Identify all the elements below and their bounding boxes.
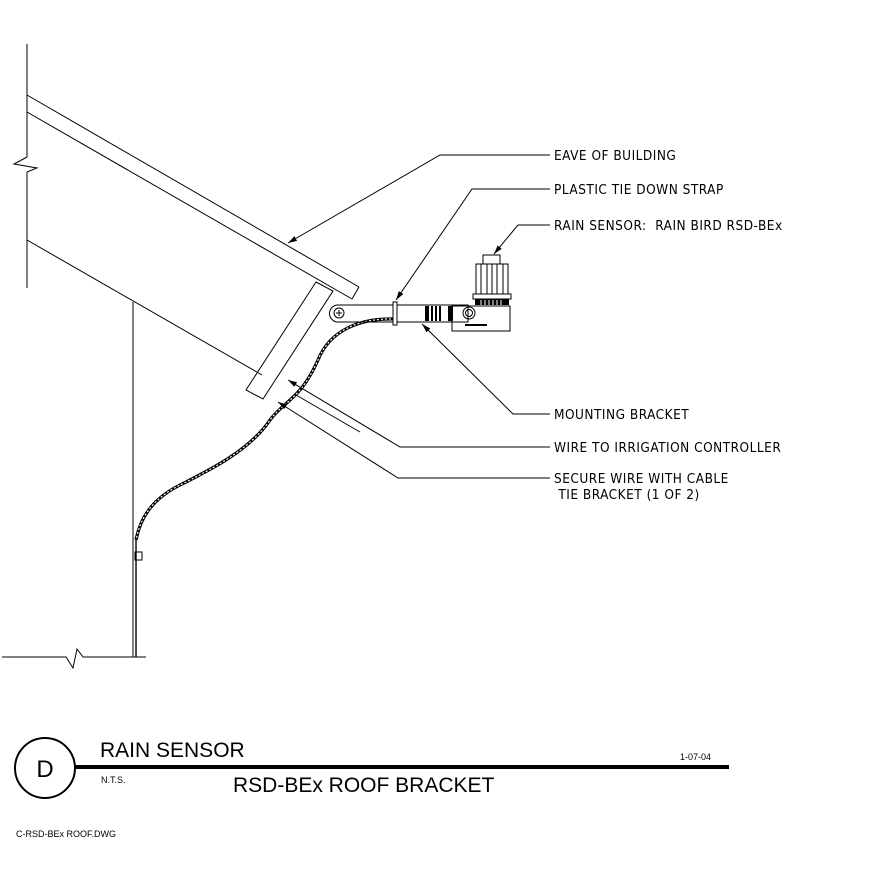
fascia-board — [245, 281, 334, 400]
mounting-bracket — [329, 301, 469, 326]
callout-sensor: RAIN SENSOR: RAIN BIRD RSD-BEx — [554, 218, 783, 234]
leader-sensor — [493, 224, 550, 255]
leader-strap — [395, 188, 550, 301]
scale-text: N.T.S. — [101, 775, 126, 785]
building-wall — [12, 44, 39, 288]
subtitle-text: RSD-BEx ROOF BRACKET — [233, 774, 495, 797]
leader-bracket — [421, 323, 550, 415]
callout-eave: EAVE OF BUILDING — [554, 148, 676, 164]
leader-lines — [277, 154, 550, 479]
controller-wire — [134, 317, 396, 541]
callout-strap: PLASTIC TIE DOWN STRAP — [554, 182, 724, 198]
leader-wire — [287, 379, 550, 448]
support-post — [132, 302, 143, 657]
rain-sensor — [451, 254, 512, 332]
callout-bracket: MOUNTING BRACKET — [554, 407, 689, 423]
date-text: 1-07-04 — [680, 752, 711, 762]
leader-eave — [287, 154, 550, 244]
title-text: RAIN SENSOR — [100, 739, 245, 762]
sensor-logo — [465, 324, 487, 326]
callout-wire: WIRE TO IRRIGATION CONTROLLER — [554, 440, 781, 456]
callout-secure-line1: SECURE WIRE WITH CABLE — [554, 471, 729, 487]
tie-down-strap — [392, 301, 398, 326]
callout-secure-line2: TIE BRACKET (1 OF 2) — [554, 487, 700, 503]
filename-text: C-RSD-BEx ROOF.DWG — [16, 829, 116, 839]
leader-secure — [277, 401, 550, 479]
title-block: D RAIN SENSOR RSD-BEx ROOF BRACKET N.T.S… — [14, 737, 729, 839]
detail-letter: D — [36, 756, 53, 783]
cable-tie-lower — [134, 551, 143, 561]
roof-eave — [26, 94, 361, 433]
ground-line — [2, 647, 146, 670]
